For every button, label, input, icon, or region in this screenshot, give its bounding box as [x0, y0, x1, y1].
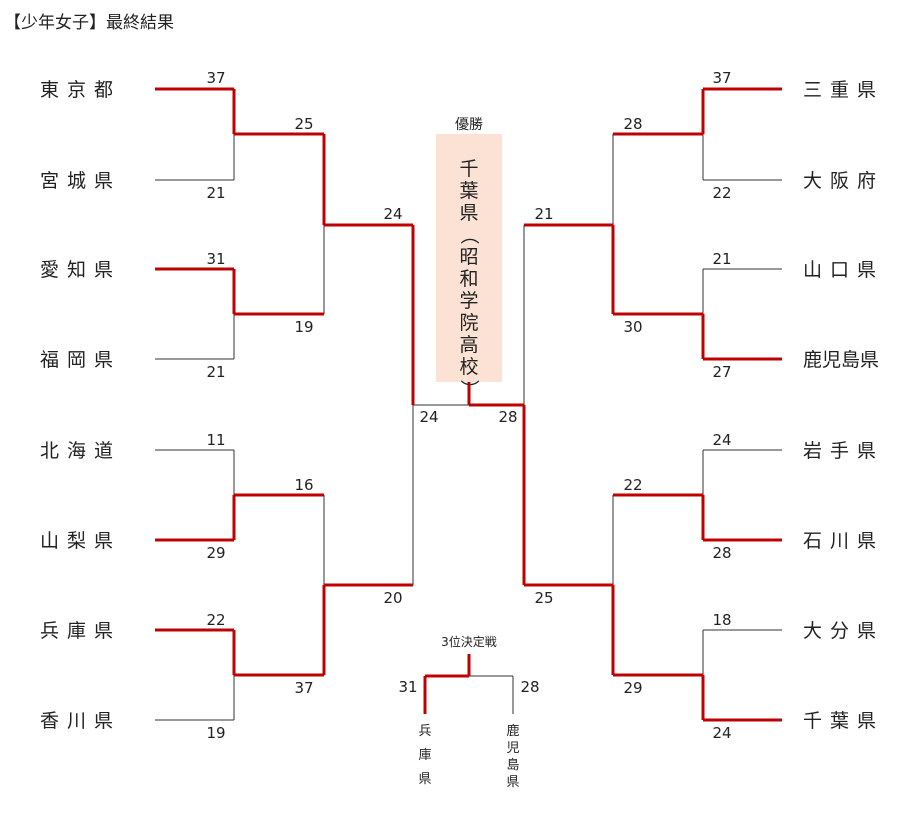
- vertical-char: 県: [506, 775, 519, 790]
- vertical-char: 県: [418, 772, 431, 787]
- vertical-char: 院: [459, 312, 478, 334]
- team-right-7: 大分県: [803, 620, 884, 642]
- third-place-right-score: 28: [520, 678, 539, 696]
- team-left-1: 東京都: [40, 79, 121, 101]
- third-place-left-score: 31: [398, 678, 417, 696]
- team-left-2: 宮城県: [40, 170, 121, 192]
- score-final-right: 28: [498, 408, 517, 426]
- score-final-left: 24: [419, 408, 438, 426]
- team-left-4: 福岡県: [40, 349, 121, 371]
- vertical-char: 千: [459, 158, 478, 180]
- score-right-r1-5: 24: [712, 431, 731, 449]
- score-right-r1-8: 24: [712, 724, 731, 742]
- champion-box: [436, 134, 502, 382]
- champion-label: 優勝: [455, 117, 483, 133]
- score-right-r2-2: 30: [623, 318, 642, 336]
- third-place-left-team: 兵庫県: [418, 724, 431, 787]
- third-place-right-team: 鹿児島県: [506, 723, 519, 790]
- score-left-r1-3: 31: [206, 250, 225, 268]
- vertical-char: 和: [459, 268, 478, 290]
- team-right-5: 岩手県: [803, 440, 884, 462]
- score-left-r2-4: 37: [294, 679, 313, 697]
- third-place-label: 3位決定戦: [441, 634, 497, 649]
- score-left-r3-2: 20: [383, 589, 402, 607]
- score-right-r2-3: 22: [623, 476, 642, 494]
- team-right-3: 山口県: [803, 259, 884, 281]
- team-right-6: 石川県: [803, 530, 884, 552]
- score-left-r2-3: 16: [294, 476, 313, 494]
- vertical-char: 兵: [418, 724, 431, 739]
- vertical-char: 鹿: [506, 723, 519, 739]
- score-right-r1-4: 27: [712, 363, 731, 381]
- score-right-r1-2: 22: [712, 184, 731, 202]
- score-right-r2-1: 28: [623, 115, 642, 133]
- vertical-char: 島: [506, 758, 519, 773]
- score-left-r2-2: 19: [294, 318, 313, 336]
- vertical-char: 昭: [459, 246, 478, 268]
- vertical-char: （: [458, 225, 480, 244]
- score-left-r1-6: 29: [206, 544, 225, 562]
- score-right-r1-6: 28: [712, 544, 731, 562]
- score-right-r1-1: 37: [712, 69, 731, 87]
- vertical-char: 児: [506, 741, 519, 756]
- score-right-r2-4: 29: [623, 679, 642, 697]
- team-left-5: 北海道: [40, 440, 121, 462]
- vertical-char: 庫: [418, 748, 431, 763]
- team-right-2: 大阪府: [803, 170, 884, 192]
- score-left-r1-2: 21: [206, 184, 225, 202]
- team-right-4: 鹿児島県: [803, 349, 879, 371]
- vertical-char: 学: [459, 290, 478, 312]
- team-left-7: 兵庫県: [40, 620, 121, 642]
- team-left-3: 愛知県: [40, 259, 121, 281]
- page-title: 【少年女子】最終結果: [4, 13, 174, 33]
- team-left-6: 山梨県: [40, 530, 121, 552]
- score-right-r1-3: 21: [712, 250, 731, 268]
- vertical-char: 校: [459, 356, 478, 378]
- score-left-r1-5: 11: [206, 431, 225, 449]
- score-left-r1-1: 37: [206, 69, 225, 87]
- team-right-8: 千葉県: [803, 710, 884, 732]
- team-left-8: 香川県: [40, 710, 121, 732]
- score-left-r1-8: 19: [206, 724, 225, 742]
- score-left-r1-4: 21: [206, 363, 225, 381]
- score-right-r3-2: 25: [534, 589, 553, 607]
- score-right-r3-1: 21: [534, 205, 553, 223]
- vertical-char: 県: [459, 202, 478, 224]
- score-left-r1-7: 22: [206, 611, 225, 629]
- score-left-r2-1: 25: [294, 115, 313, 133]
- score-left-r3-1: 24: [383, 205, 402, 223]
- vertical-char: 葉: [459, 180, 478, 202]
- vertical-char: 高: [459, 334, 478, 356]
- bracket-lines: [155, 87, 782, 722]
- team-right-1: 三重県: [803, 79, 884, 101]
- score-right-r1-7: 18: [712, 611, 731, 629]
